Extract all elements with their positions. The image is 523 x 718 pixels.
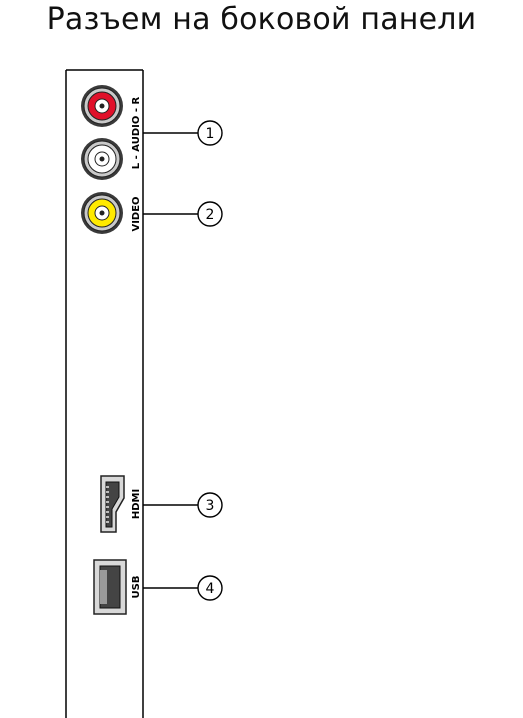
audio-right-jack [81,85,123,127]
callout-1: 1 [197,120,223,146]
video-label: VIDEO [131,196,142,231]
hdmi-label: HDMI [131,489,142,519]
callout-4: 4 [197,575,223,601]
callout-number: 3 [206,498,215,514]
audio-label: L - AUDIO - R [131,97,142,170]
callout-3: 3 [197,492,223,518]
audio-left-jack [81,138,123,180]
callout-2: 2 [197,201,223,227]
usb-label: USB [131,576,142,599]
callout-number: 4 [206,581,215,597]
callout-lines [143,132,198,589]
hdmi-port [100,475,125,533]
callout-number: 1 [206,126,215,142]
page-title: Разъем на боковой панели [46,2,477,37]
callout-number: 2 [206,207,215,223]
usb-port [93,559,127,615]
video-jack [81,192,123,234]
side-panel [65,69,144,718]
